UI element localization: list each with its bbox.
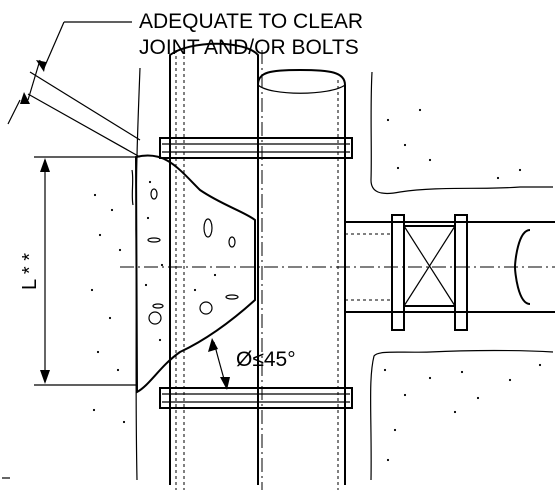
aggregate-texture [147, 188, 239, 325]
angle-label: Ø≤45° [236, 348, 296, 371]
length-label: L * * [19, 253, 41, 290]
branch-valve [391, 214, 468, 331]
vertical-pipe-left [169, 42, 259, 485]
clearance-label-line2: JOINT AND/OR BOLTS [139, 36, 359, 59]
branch-pipe [120, 221, 555, 313]
angle-indicator: Ø≤45° [208, 338, 296, 390]
clearance-dimension [7, 21, 141, 158]
soil-right-upper [370, 71, 553, 195]
soil-speckle [90, 108, 542, 462]
length-dimension: L * * [19, 156, 137, 386]
soil-right-lower [370, 349, 554, 481]
clearance-label-line1: ADEQUATE TO CLEAR [139, 10, 363, 33]
thrust-block [134, 154, 256, 394]
joint-collar-top [159, 137, 353, 159]
joint-collar-bottom [159, 387, 353, 409]
vertical-pipe-right [257, 68, 346, 485]
